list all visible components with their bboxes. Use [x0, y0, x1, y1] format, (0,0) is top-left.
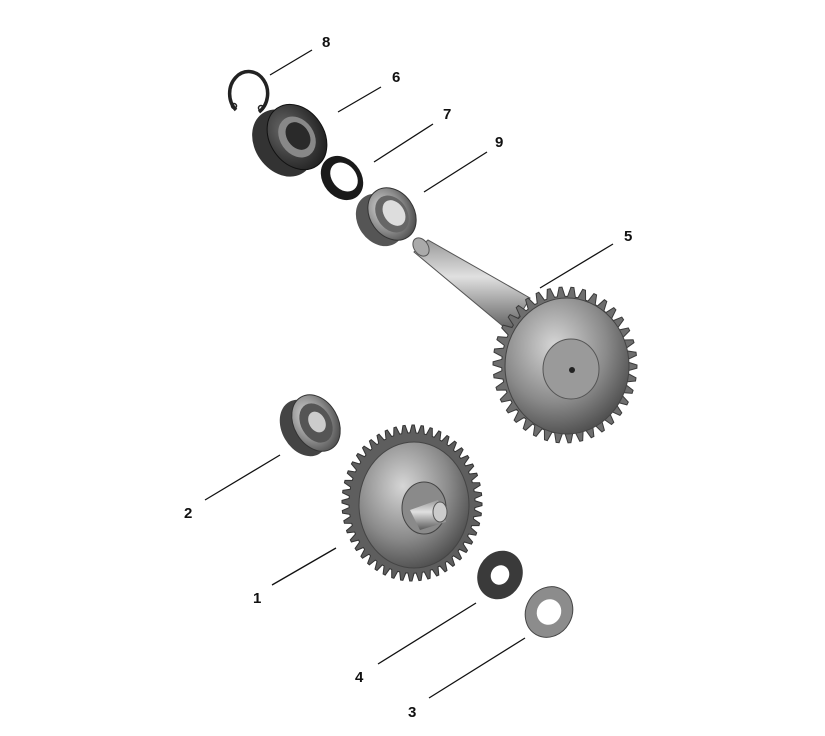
leader-line-4 [377, 602, 477, 665]
part-sealed-bearing [252, 103, 328, 177]
part-shim-washer [524, 586, 574, 638]
part-thrust-washer [477, 550, 523, 600]
callout-2: 2 [184, 505, 192, 522]
part-ball-bearing [279, 394, 341, 457]
callout-3: 3 [408, 704, 416, 721]
callout-7: 7 [443, 106, 451, 123]
part-circlip [227, 69, 270, 114]
leader-line-2 [204, 454, 281, 501]
callout-6: 6 [392, 69, 400, 86]
callout-4: 4 [355, 669, 364, 686]
leader-line-8 [269, 49, 313, 76]
callout-5: 5 [624, 228, 632, 245]
leader-line-3 [428, 637, 526, 699]
part-oil-seal [320, 155, 364, 201]
leader-line-9 [423, 151, 488, 193]
callout-1: 1 [253, 590, 261, 607]
callout-8: 8 [322, 34, 330, 51]
leader-line-5 [539, 243, 614, 289]
part-intermediate-gear [341, 424, 483, 582]
callout-9: 9 [495, 134, 503, 151]
leader-line-6 [337, 86, 382, 113]
part-needle-bearing [355, 187, 417, 247]
part-output-shaft-gear [412, 237, 638, 444]
leader-line-7 [373, 123, 434, 163]
leader-line-1 [271, 547, 337, 586]
